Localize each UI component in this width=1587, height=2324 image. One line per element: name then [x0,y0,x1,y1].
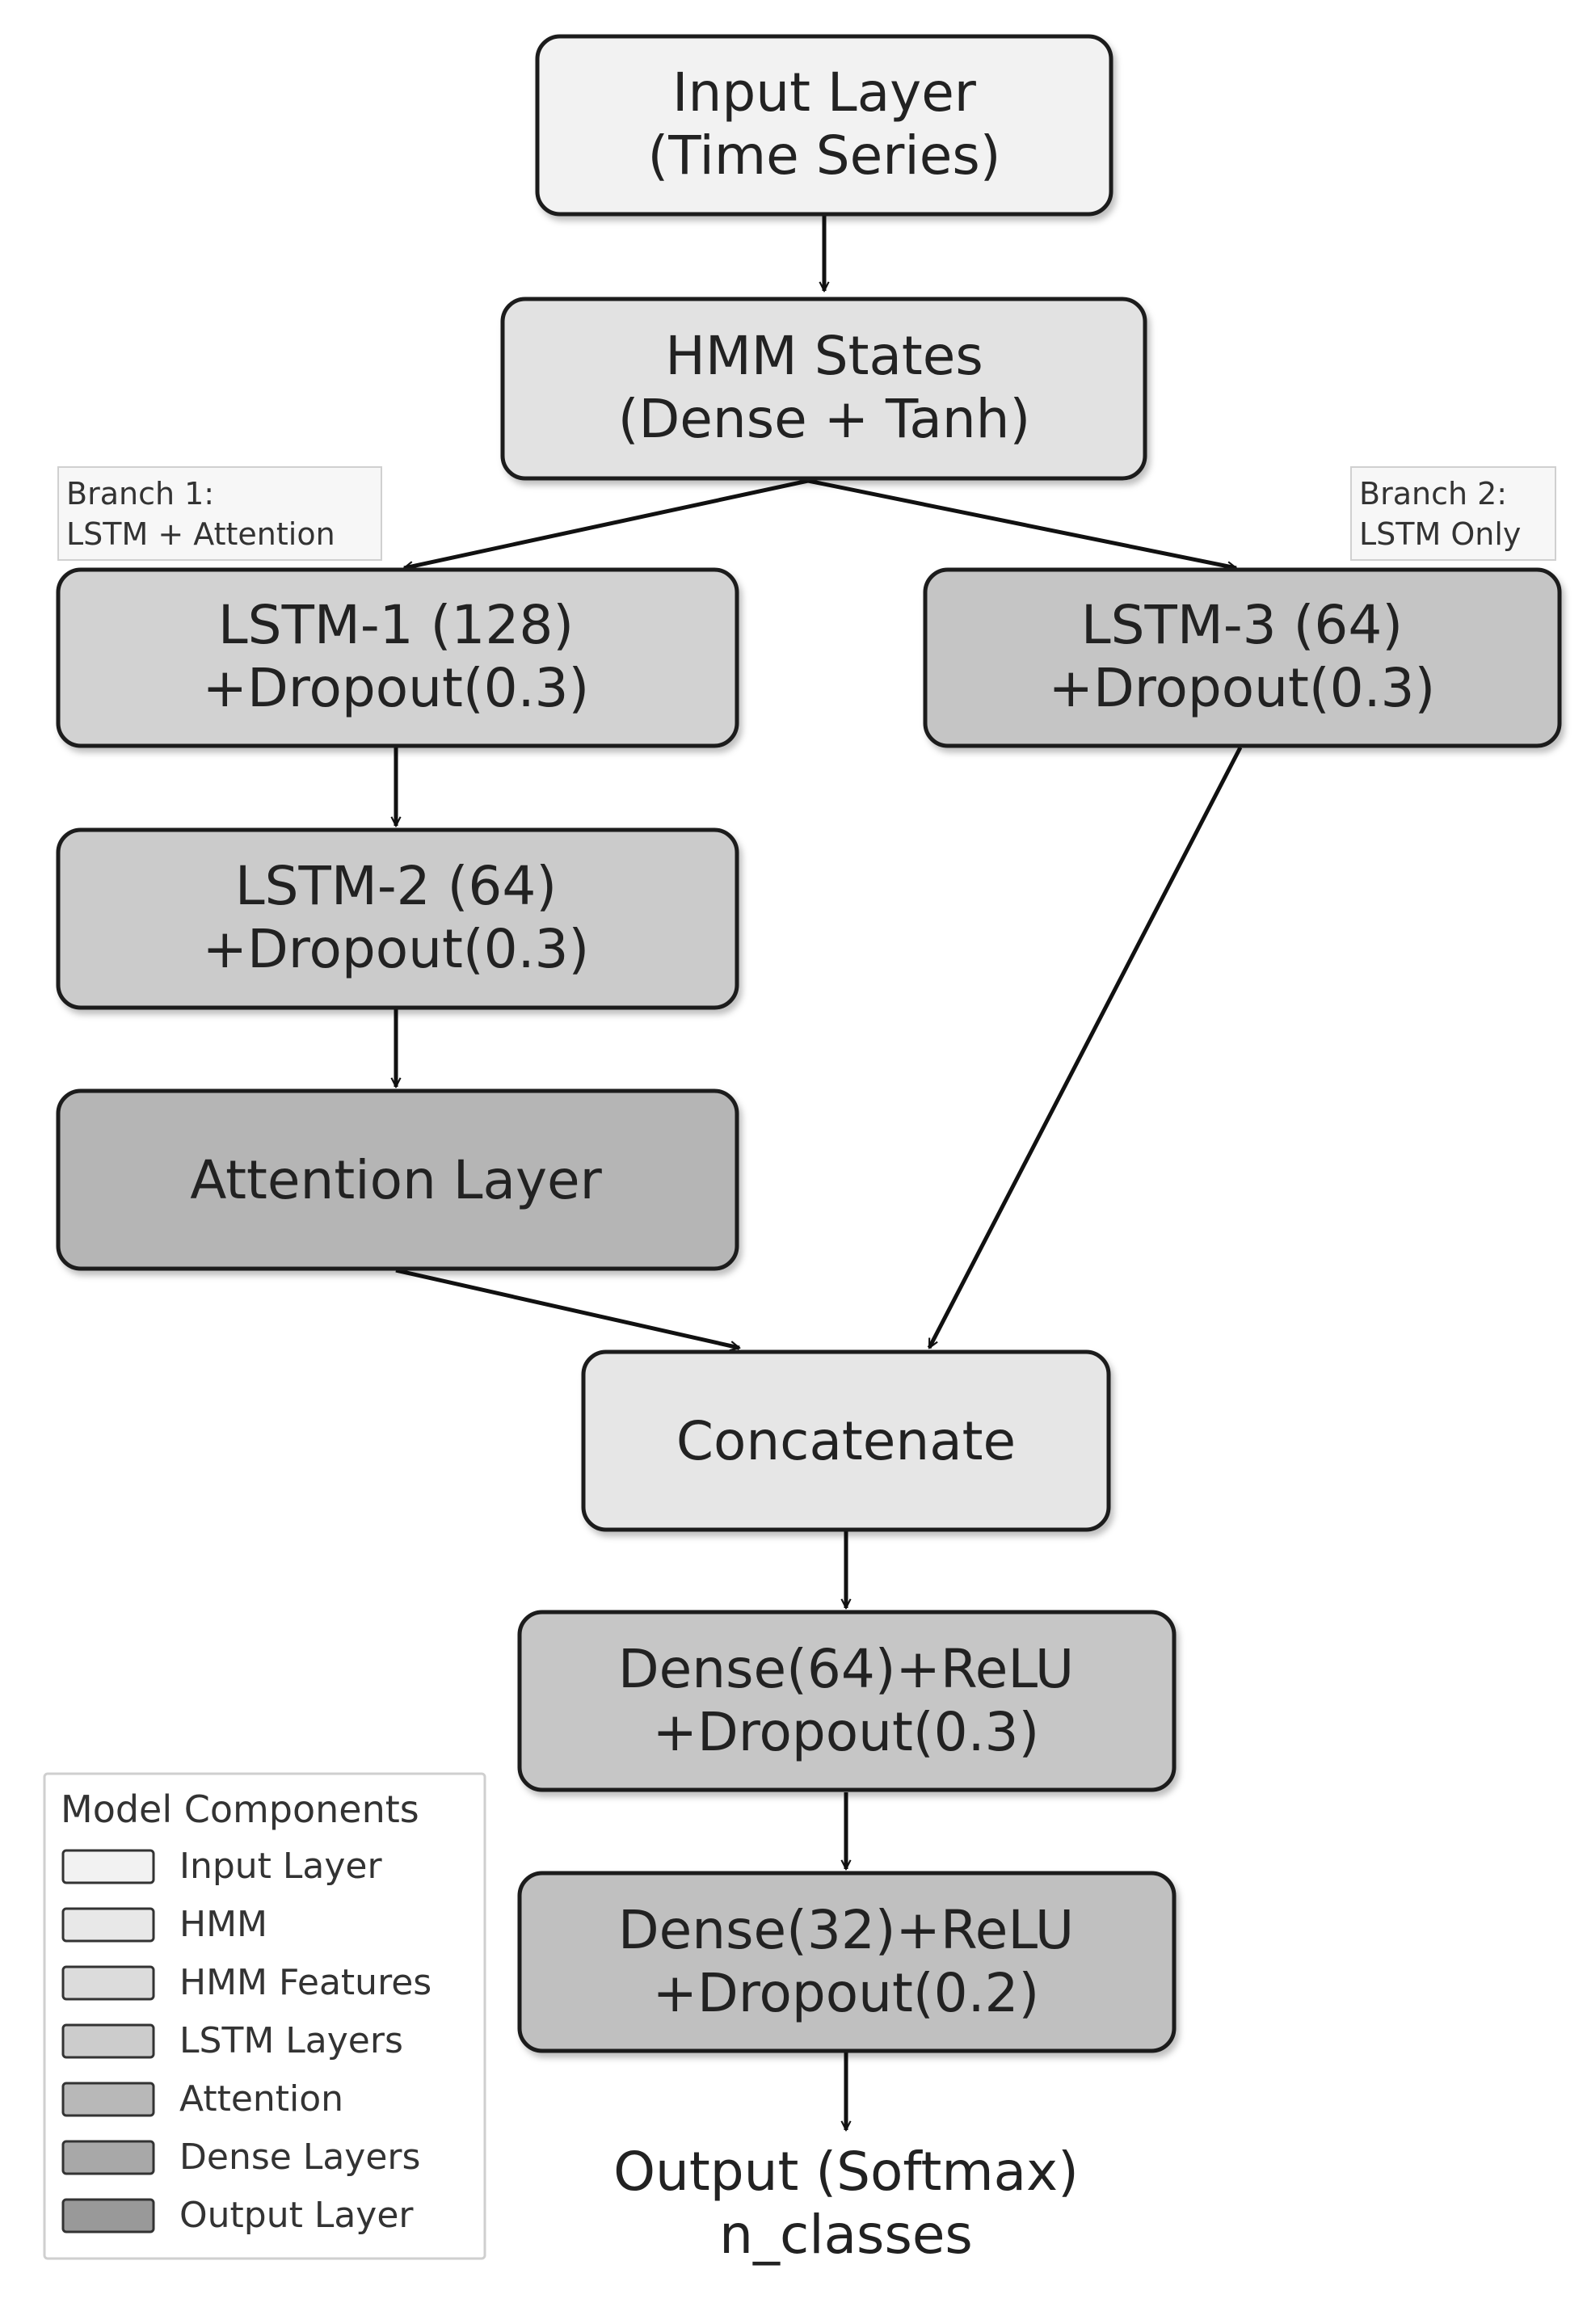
node-lstm-1: LSTM-1 (128) +Dropout(0.3) [56,567,739,748]
branch-1-title: Branch 1: [66,476,214,512]
legend-label: Dense Layers [179,2137,420,2178]
legend-item: HMM Features [61,1962,431,2003]
lstm-1-line-2: +Dropout(0.3) [203,657,590,719]
branch-1-label: Branch 1: LSTM + Attention [57,466,382,561]
legend-label: HMM [179,1904,267,1945]
legend-item: Input Layer [61,1846,383,1887]
node-output: Output (Softmax) n_classes [613,2141,1079,2266]
legend-label: HMM Features [179,1962,431,2003]
branch-1-subtitle: LSTM + Attention [66,516,335,552]
lstm-2-line-2: +Dropout(0.3) [203,918,590,980]
legend-title: Model Components [61,1787,419,1831]
branch-2-subtitle: LSTM Only [1359,516,1521,552]
node-input-layer: Input Layer (Time Series) [535,34,1113,217]
lstm-1-line-1: LSTM-1 (128) [218,594,574,656]
legend-swatch [61,1907,155,1943]
input-layer-line-2: (Time Series) [648,124,1001,187]
legend-swatch [61,2082,155,2117]
legend-item: Attention [61,2078,343,2120]
connectors [395,215,1243,2130]
node-attention-layer: Attention Layer [56,1088,739,1271]
output-line-2: n_classes [719,2204,973,2266]
output-line-1: Output (Softmax) [613,2141,1079,2203]
legend-swatch [61,2140,155,2175]
legend-label: Output Layer [179,2195,414,2236]
lstm-3-line-2: +Dropout(0.3) [1049,657,1436,719]
branch-2-label: Branch 2: LSTM Only [1350,466,1556,561]
legend-swatch [61,2023,155,2059]
hmm-states-line-1: HMM States [665,325,983,387]
legend-label: Input Layer [179,1846,383,1887]
legend-label: Attention [179,2078,343,2120]
attention-layer-label: Attention Layer [190,1149,602,1211]
legend-swatch [61,2198,155,2233]
arrow-hmm-to-lstm3 [807,478,1236,568]
legend-item: Output Layer [61,2195,414,2236]
arrow-hmm-to-lstm1 [404,478,809,568]
legend-swatch [61,1849,155,1884]
dense-32-line-2: +Dropout(0.2) [653,1962,1040,2024]
node-concatenate: Concatenate [581,1349,1111,1532]
concatenate-label: Concatenate [676,1410,1016,1472]
node-hmm-states: HMM States (Dense + Tanh) [500,297,1147,481]
node-lstm-2: LSTM-2 (64) +Dropout(0.3) [56,827,739,1010]
dense-32-line-1: Dense(32)+ReLU [618,1899,1074,1961]
branch-2-title: Branch 2: [1359,476,1507,512]
dense-64-line-2: +Dropout(0.3) [653,1701,1040,1763]
hmm-states-line-2: (Dense + Tanh) [618,388,1031,450]
legend-swatch [61,1965,155,2001]
arrow-attention-to-concat [395,1268,739,1348]
legend-label: LSTM Layers [179,2020,403,2061]
lstm-2-line-1: LSTM-2 (64) [235,855,557,917]
node-dense-64: Dense(64)+ReLU +Dropout(0.3) [517,1610,1177,1792]
node-dense-32: Dense(32)+ReLU +Dropout(0.2) [517,1871,1177,2053]
dense-64-line-1: Dense(64)+ReLU [618,1638,1074,1700]
legend-item: LSTM Layers [61,2020,403,2061]
arrow-lstm3-to-concat [927,746,1243,1348]
node-lstm-3: LSTM-3 (64) +Dropout(0.3) [923,567,1562,748]
input-layer-line-1: Input Layer [672,61,977,124]
legend-item: Dense Layers [61,2137,420,2178]
legend-item: HMM [61,1904,267,1945]
lstm-3-line-1: LSTM-3 (64) [1081,594,1403,656]
